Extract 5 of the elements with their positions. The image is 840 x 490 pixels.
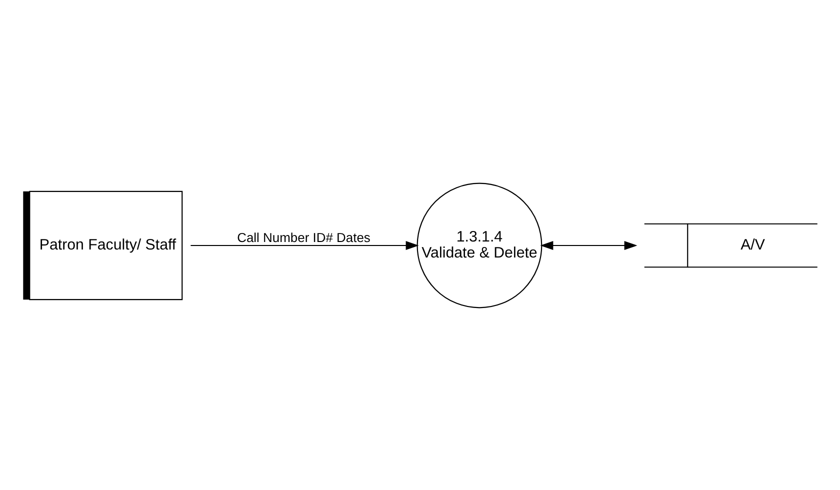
arrow	[540, 240, 638, 250]
node-text: A/V	[740, 236, 765, 253]
arrow	[190, 240, 419, 250]
node-circle: 1.3.1.4 Validate & Delete	[416, 182, 542, 308]
edge-label: Call Number ID# Dates	[237, 229, 370, 244]
